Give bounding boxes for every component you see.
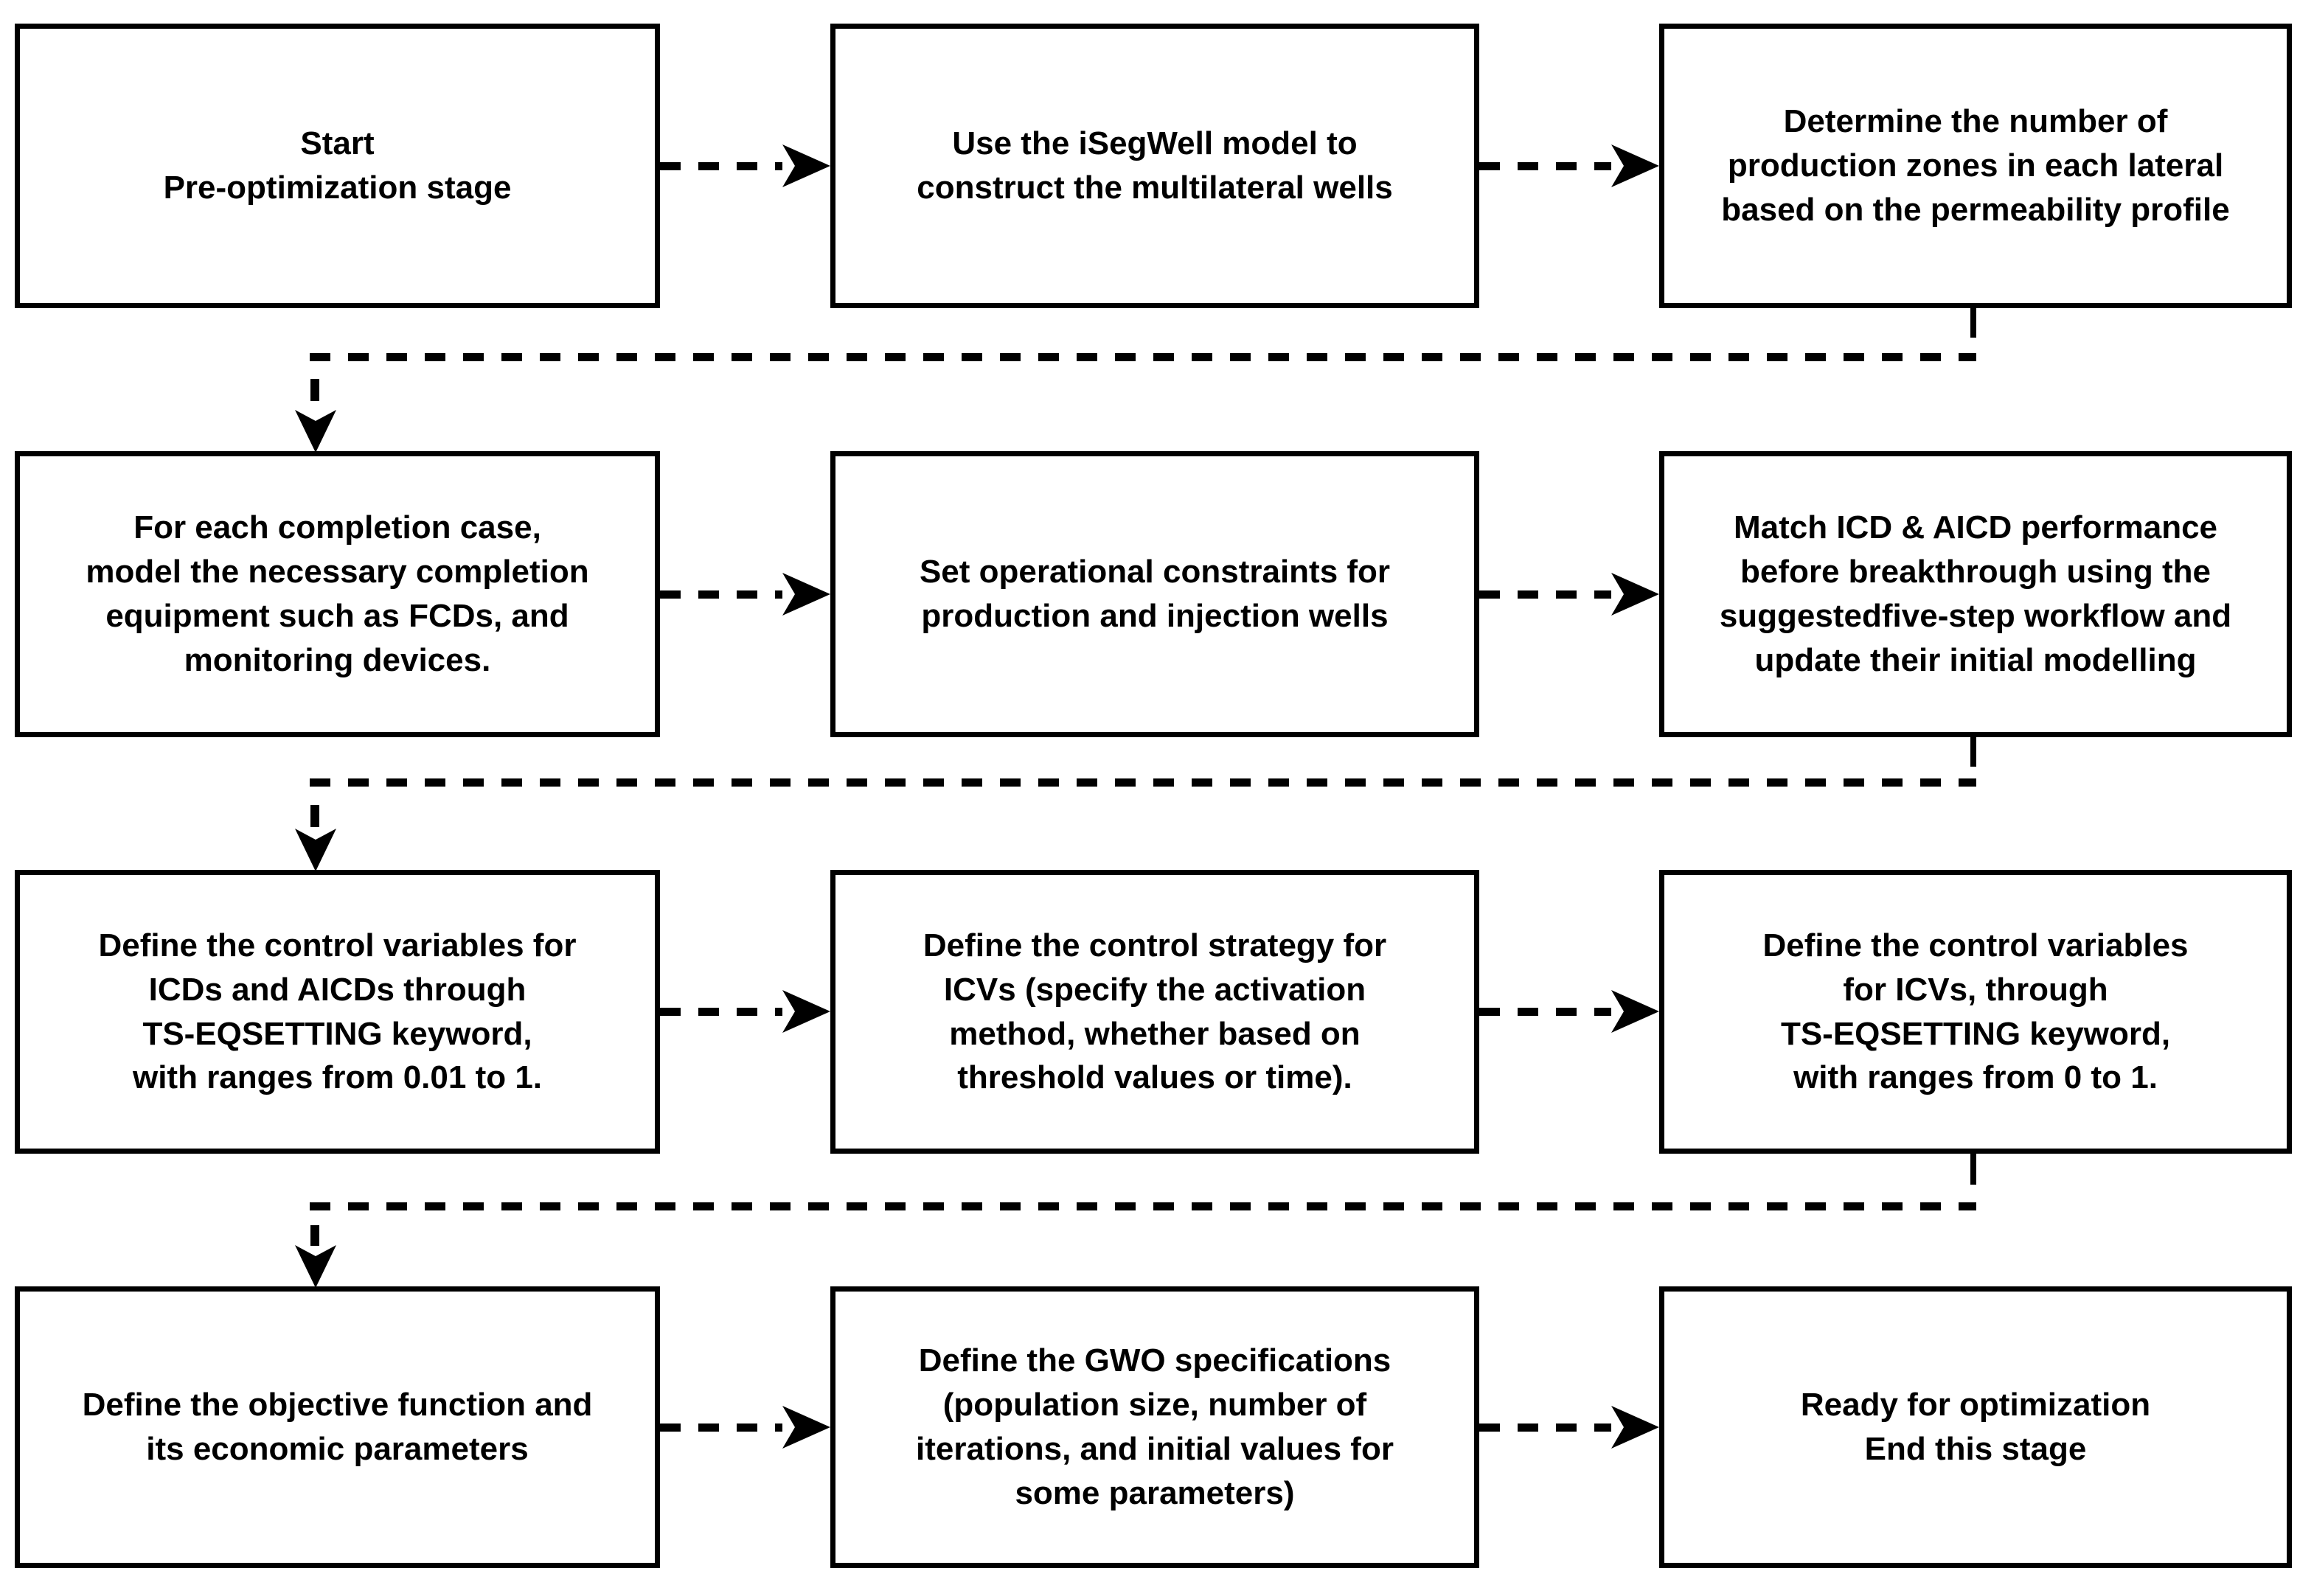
arrow-right-icon-objective-function-to-gwo-specifications bbox=[782, 1406, 830, 1449]
dashed-line-vertical-icv-control-variables-to-objective-function bbox=[310, 1225, 319, 1246]
flow-box-ready-for-optimization: Ready for optimization End this stage bbox=[1659, 1286, 2292, 1568]
connector-stub-match-icd-aicd bbox=[1970, 737, 1976, 767]
dashed-line-production-zones-to-completion-equipment bbox=[310, 353, 1976, 361]
dashed-line-operational-constraints-to-match-icd-aicd bbox=[1479, 590, 1611, 599]
dashed-line-gwo-specifications-to-ready-for-optimization bbox=[1479, 1423, 1611, 1432]
arrow-down-icon-objective-function bbox=[295, 1245, 336, 1288]
dashed-line-completion-equipment-to-operational-constraints bbox=[660, 590, 782, 599]
arrow-right-icon-operational-constraints-to-match-icd-aicd bbox=[1611, 573, 1659, 616]
flow-box-isegwell-model: Use the iSegWell model to construct the … bbox=[830, 24, 1479, 308]
dashed-line-isegwell-to-production-zones bbox=[1479, 162, 1611, 170]
arrow-down-icon-icd-aicd-control-variables bbox=[295, 829, 336, 871]
flow-box-icd-aicd-control-variables: Define the control variables for ICDs an… bbox=[15, 870, 660, 1154]
dashed-line-icd-aicd-control-variables-to-icv-control-strategy bbox=[660, 1008, 782, 1016]
connector-stub-production-zones bbox=[1970, 308, 1976, 338]
flow-box-gwo-specifications: Define the GWO specifications (populatio… bbox=[830, 1286, 1479, 1568]
arrow-right-icon-gwo-specifications-to-ready-for-optimization bbox=[1611, 1406, 1659, 1449]
dashed-line-objective-function-to-gwo-specifications bbox=[660, 1423, 782, 1432]
connector-stub-icv-control-variables bbox=[1970, 1154, 1976, 1185]
arrow-right-icon-icd-aicd-control-variables-to-icv-control-strategy bbox=[782, 990, 830, 1033]
arrow-right-icon-isegwell-to-production-zones bbox=[1611, 144, 1659, 187]
flow-box-icv-control-strategy: Define the control strategy for ICVs (sp… bbox=[830, 870, 1479, 1154]
dashed-line-icv-control-strategy-to-icv-control-variables bbox=[1479, 1008, 1611, 1016]
dashed-line-vertical-match-icd-aicd-to-icd-aicd-control-variables bbox=[310, 805, 319, 827]
flow-box-start: Start Pre-optimization stage bbox=[15, 24, 660, 308]
arrow-right-icon-completion-equipment-to-operational-constraints bbox=[782, 573, 830, 616]
flow-box-production-zones: Determine the number of production zones… bbox=[1659, 24, 2292, 308]
flow-box-completion-equipment: For each completion case, model the nece… bbox=[15, 451, 660, 737]
dashed-line-vertical-production-zones-to-completion-equipment bbox=[310, 379, 319, 401]
flow-box-operational-constraints: Set operational constraints for producti… bbox=[830, 451, 1479, 737]
flow-box-match-icd-aicd: Match ICD & AICD performance before brea… bbox=[1659, 451, 2292, 737]
dashed-line-start-to-isegwell bbox=[660, 162, 782, 170]
dashed-line-match-icd-aicd-to-icd-aicd-control-variables bbox=[310, 778, 1976, 787]
flow-box-icv-control-variables: Define the control variables for ICVs, t… bbox=[1659, 870, 2292, 1154]
arrow-right-icon-icv-control-strategy-to-icv-control-variables bbox=[1611, 990, 1659, 1033]
dashed-line-icv-control-variables-to-objective-function bbox=[310, 1202, 1976, 1210]
flow-box-objective-function: Define the objective function and its ec… bbox=[15, 1286, 660, 1568]
arrow-down-icon-completion-equipment bbox=[295, 410, 336, 453]
arrow-right-icon-start-to-isegwell bbox=[782, 144, 830, 187]
